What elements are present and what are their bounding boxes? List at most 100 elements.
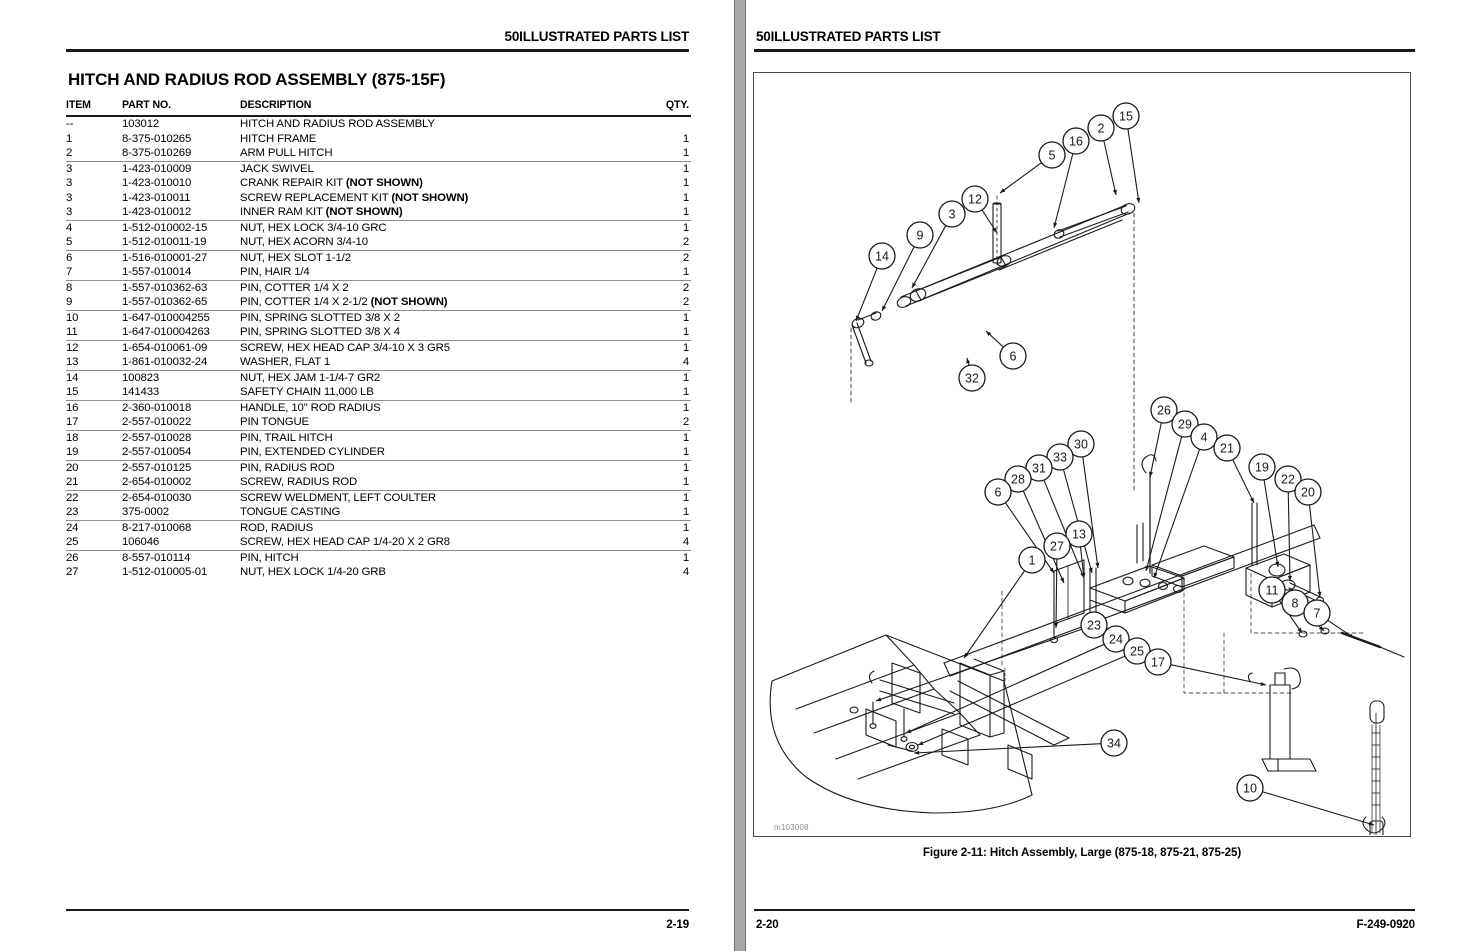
callout-number: 13 xyxy=(1072,528,1086,542)
figure-callout-10: 10 xyxy=(1236,774,1264,802)
cell-item: 18 xyxy=(66,431,79,444)
cell-part-no: 1-423-010011 xyxy=(122,191,191,204)
callout-bubble xyxy=(1294,478,1322,506)
cell-item: 20 xyxy=(66,461,79,474)
callout-bubble xyxy=(1190,423,1218,451)
not-shown-note: (NOT SHOWN) xyxy=(391,191,469,204)
figure-callout-4: 4 xyxy=(1190,423,1218,451)
cell-description: PIN TONGUE xyxy=(240,415,643,431)
right-page: 50ILLUSTRATED PARTS LIST xyxy=(745,0,1479,951)
cell-part-no: 1-423-010009 xyxy=(122,162,192,175)
cell-description: PIN, RADIUS ROD xyxy=(240,461,335,474)
callout-bubble xyxy=(1067,430,1095,458)
figure-callout-3: 3 xyxy=(938,200,966,228)
cell-item: 14 xyxy=(66,371,79,384)
callout-number: 15 xyxy=(1119,110,1133,124)
callout-number: 6 xyxy=(995,486,1002,500)
cell-item: 26 xyxy=(66,551,79,564)
callout-leader-line xyxy=(875,628,1082,702)
figure-callout-16: 16 xyxy=(1062,127,1090,155)
cell-part-no: 2-654-010002 xyxy=(122,475,240,491)
cell-description: WASHER, FLAT 1 xyxy=(240,355,643,371)
figure-callout-15: 15 xyxy=(1112,102,1140,130)
figure-callout-32: 32 xyxy=(958,364,986,392)
callout-number: 34 xyxy=(1107,737,1121,751)
cell-description: JACK SWIVEL xyxy=(240,162,314,175)
figure-callout-21: 21 xyxy=(1213,434,1241,462)
callout-bubble xyxy=(961,185,989,213)
cell-item: 27 xyxy=(66,566,79,578)
cell-qty: 1 xyxy=(643,475,691,491)
cell-qty: 1 xyxy=(682,401,689,414)
cell-description: NUT, HEX LOCK 3/4-10 GRC xyxy=(240,221,387,234)
cell-item: 3 xyxy=(66,177,73,189)
cell-description: TONGUE CASTING xyxy=(240,505,643,521)
callout-bubble xyxy=(1087,114,1115,142)
callout-number: 6 xyxy=(1010,350,1017,364)
callout-layer: 1521651239146322629421303331281922206132… xyxy=(855,102,1375,826)
header-rule xyxy=(753,49,1415,52)
column-header-description: DESCRIPTION xyxy=(240,99,312,111)
callout-number: 20 xyxy=(1301,486,1315,500)
callout-number: 23 xyxy=(1087,619,1101,633)
callout-bubble xyxy=(1038,141,1066,169)
column-header-part-no: PART NO. xyxy=(122,99,172,111)
callout-leader-line xyxy=(1262,791,1375,826)
cell-qty: 1 xyxy=(643,205,691,221)
callout-leader-line xyxy=(1232,459,1255,504)
callout-number: 11 xyxy=(1265,584,1278,598)
cell-qty: 4 xyxy=(682,566,689,578)
running-header-title: 50ILLUSTRATED PARTS LIST xyxy=(755,29,941,44)
figure-callout-11: 11 xyxy=(1258,576,1286,604)
cell-item: 2 xyxy=(66,146,122,162)
lower-frame-group xyxy=(769,590,1386,835)
callout-number: 25 xyxy=(1130,645,1144,659)
callout-bubble xyxy=(1213,434,1241,462)
figure-callout-7: 7 xyxy=(1303,599,1331,627)
figure-callout-13: 13 xyxy=(1065,520,1093,548)
cell-qty: 1 xyxy=(682,177,689,189)
left-page: 50ILLUSTRATED PARTS LIST HITCH AND RADIU… xyxy=(0,0,734,951)
callout-number: 1 xyxy=(1029,554,1036,568)
cell-qty: 1 xyxy=(682,461,689,474)
hitch-assembly-drawing xyxy=(769,195,1405,835)
callout-number: 16 xyxy=(1069,135,1083,149)
callout-number: 29 xyxy=(1178,418,1192,432)
cell-qty: 1 xyxy=(682,431,689,444)
cell-qty: 1 xyxy=(682,132,689,145)
cell-qty: 1 xyxy=(643,265,691,281)
callout-bubble xyxy=(984,478,1012,506)
callout-leader-line xyxy=(1053,153,1074,229)
callout-number: 31 xyxy=(1032,462,1046,476)
cell-description: INNER RAM KIT (NOT SHOWN) xyxy=(240,205,643,221)
callout-leader-line xyxy=(1149,422,1162,478)
cell-description: PIN, HAIR 1/4 xyxy=(240,265,643,281)
column-header-item: ITEM xyxy=(66,99,91,111)
cell-part-no: 8-557-010114 xyxy=(122,551,191,564)
callout-leader-line xyxy=(1022,490,1065,584)
figure-callout-26: 26 xyxy=(1150,396,1178,424)
callout-bubble xyxy=(999,342,1027,370)
parts-table-header: ITEM PART NO. DESCRIPTION QTY. xyxy=(66,99,691,116)
callout-bubble xyxy=(868,242,896,270)
cell-description: SCREW WELDMENT, LEFT COULTER xyxy=(240,491,436,504)
figure-callout-25: 25 xyxy=(1123,637,1151,665)
callout-number: 10 xyxy=(1243,782,1257,796)
cell-part-no: 1-654-010061-09 xyxy=(122,341,208,354)
